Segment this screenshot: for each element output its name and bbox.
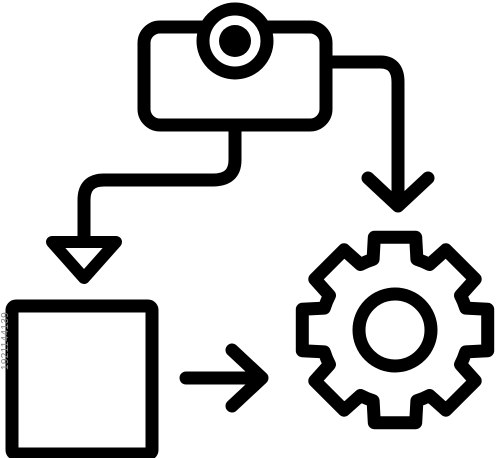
connector-line-left (77, 118, 242, 247)
gear-icon (295, 230, 495, 430)
square-box-icon (5, 299, 159, 458)
connector-line-right (319, 55, 405, 209)
down-arrow-icon (361, 171, 435, 213)
gear-hub (352, 287, 438, 373)
watermark-id-text: 1921144139 (0, 312, 11, 370)
hub-dot (219, 25, 251, 57)
down-arrow-icon (46, 236, 122, 284)
right-arrow-icon (179, 343, 269, 413)
connector-to-input (46, 118, 242, 284)
source-hub-icon (137, 2, 333, 132)
connector-to-process (319, 55, 435, 213)
right-arrow-head (225, 343, 269, 413)
gear-outline (295, 230, 495, 430)
